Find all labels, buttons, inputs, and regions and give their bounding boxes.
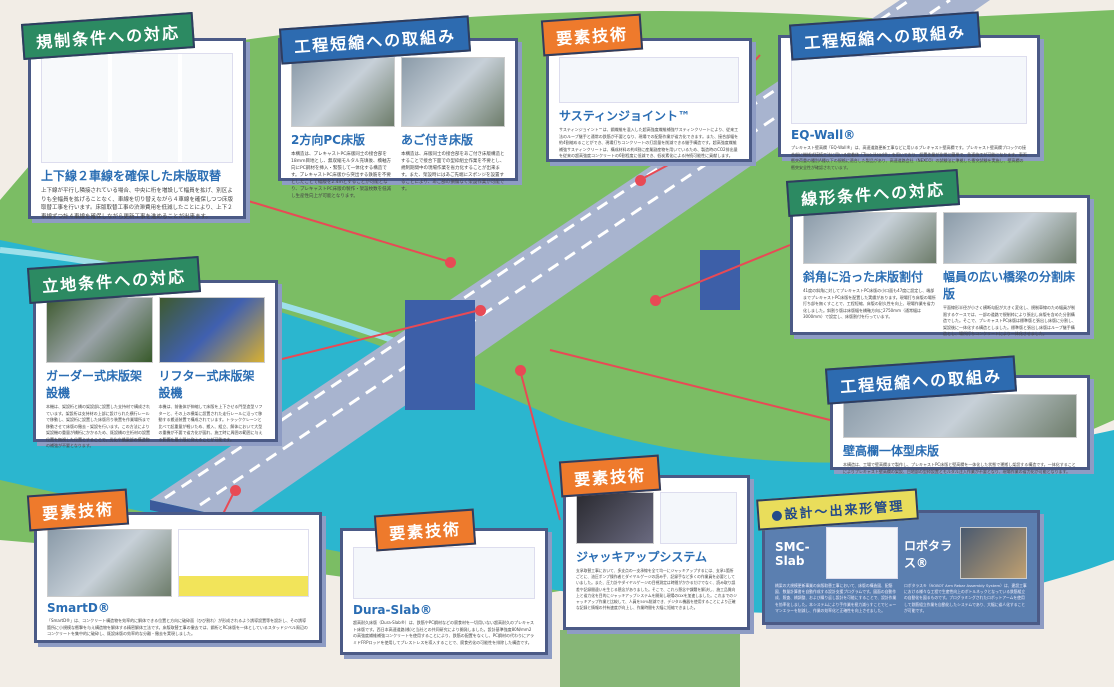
photo [291, 57, 395, 127]
photo [943, 212, 1077, 264]
tab-element-tech: 要素技術 [540, 13, 644, 57]
panel-eq-wall: EQ-Wall® プレキャスト壁高欄「EQ-Wall®」は、高速道路更新工事など… [778, 35, 1040, 170]
panel-title: EQ-Wall® [791, 128, 856, 142]
marker-dot [445, 257, 456, 268]
panel-design: SMC-Slab 橋梁の大規模更新事業の床版取替工事において、床版の構造図、配筋… [762, 510, 1040, 625]
panel-jackup: ジャッキアップシステム 支承取替工事において、多支点の一支承線を全て均一にジャッ… [563, 475, 750, 630]
panel-text: 「SmartD®」は、コンクリート構造物を効率的に解体できる位置と方向に破砕面（… [47, 618, 308, 636]
tab-element-tech: 要素技術 [26, 488, 130, 532]
marker-dot [475, 305, 486, 316]
photo [47, 529, 172, 597]
system-diagram [660, 492, 737, 544]
panel-title: SmartD® [47, 601, 110, 615]
marker-dot [650, 295, 661, 306]
panel-dura-slab: Dura-Slab® 超高耐久床版（Dura-Slab®）は、鉄筋やPC鋼材など… [340, 528, 548, 655]
item-text: ロボタラス®（ROBOT Arm Rebar Assembly System）は… [904, 583, 1027, 613]
tab-element-tech: 要素技術 [373, 508, 477, 552]
marker-dot [635, 175, 646, 186]
item-title: SMC-Slab [775, 539, 810, 568]
smartd-diagram [178, 529, 309, 597]
item-text: 41度の斜角に対してプレキャストPC床版の小口面も47度に設定し、端部までプレキ… [803, 288, 936, 319]
marker-dot [230, 485, 241, 496]
item-text: 橋梁の大規模更新事業の床版取替工事において、床版の構造図、配筋図、数量計算書を自… [775, 583, 897, 613]
panel-text: 上下線が平行し隣接されている場合、中央に桁を増設して幅員を拡げ、別区よりも全幅員… [41, 188, 234, 220]
slab-diagram [826, 527, 898, 579]
tab-element-tech: 要素技術 [558, 454, 662, 498]
panel-title: Dura-Slab® [353, 603, 432, 617]
panel-regulation: 上下線２車線を確保した床版取替 上下線が平行し隣接されている場合、中央に桁を増設… [28, 38, 246, 220]
item-title: 斜角に沿った床版割付 [803, 270, 924, 284]
panel-text: サスティンジョイント™は、鋼繊維を混入した超高強度繊維補強サスティンクリートによ… [559, 127, 739, 158]
item-title: 幅員の広い橋梁の分割床版 [943, 270, 1076, 301]
photo [46, 297, 153, 363]
panel-text: 支承取替工事において、多支点の一支承線を全て均一にジャッキアップするには、支承1… [576, 568, 737, 611]
item-text: 本機は、前後体が伸縮して床版を上下させる門型造型リフターと、その上の横架に設置さ… [158, 404, 263, 442]
panel-location: ガーダー式床版架設機 本機は、架設桁と橋の架設部に設置した支持材で構成されていま… [33, 280, 278, 448]
photo [158, 297, 265, 363]
bridge-pier [405, 300, 475, 410]
item-text: 本機は、架設桁と橋の架設部に設置した支持材で構成されています。架設桁は支持材の上… [46, 404, 150, 448]
panel-title: 壁高欄一体型床版 [843, 444, 940, 458]
item-text: 本構造は、床版同士の接合部をあご付き床版構造とすることで接合下面での型枠組立作業… [401, 152, 505, 192]
panel-smartd: SmartD® 「SmartD®」は、コンクリート構造物を効率的に解体できる位置… [34, 512, 322, 643]
joint-diagram [559, 57, 739, 103]
photo [960, 527, 1027, 579]
photo [803, 212, 937, 264]
item-title: ロボタラス® [904, 538, 953, 570]
panel-title: サスティンジョイント™ [559, 109, 691, 123]
item-title: リフター式床版架設機 [158, 369, 255, 400]
photo [401, 57, 505, 127]
dura-slab-diagram [353, 547, 535, 599]
panel-alignment: 斜角に沿った床版割付 41度の斜角に対してプレキャストPC床版の小口面も47度に… [790, 195, 1090, 336]
step-diagram [41, 53, 233, 163]
panel-text: 超高耐久床版（Dura-Slab®）は、鉄筋やPC鋼材などの腐食材を一切用いない… [353, 620, 534, 645]
panel-text: 本構造は、工場で壁高欄まで製作し、プレキャストPC床版と壁高欄を一体化した状態で… [843, 462, 1076, 474]
eq-wall-diagram [791, 56, 1027, 124]
panel-title: 上下線２車線を確保した床版取替 [41, 169, 222, 183]
panel-title: ジャッキアップシステム [576, 550, 708, 564]
item-title: ガーダー式床版架設機 [46, 369, 143, 400]
panel-sustin-joint: サスティンジョイント™ サスティンジョイント™は、鋼繊維を混入した超高強度繊維補… [546, 38, 752, 162]
item-title: 2方向PC床版 [291, 133, 365, 147]
marker-dot [515, 365, 526, 376]
photo [576, 492, 654, 544]
item-text: 平面線形半径が小さく横断勾配が大きく変化し、規制車線のため幅員が制限するケースで… [943, 305, 1077, 336]
item-text: 本構造は、プレキャストPC床版同士の接合部を18mm目地とし、無収縮モルタル充填… [291, 152, 392, 199]
panel-text: プレキャスト壁高欄「EQ-Wall®」は、高速道路更新工事などに用いるプレキャス… [791, 145, 1027, 170]
item-title: あご付き床版 [401, 133, 474, 147]
